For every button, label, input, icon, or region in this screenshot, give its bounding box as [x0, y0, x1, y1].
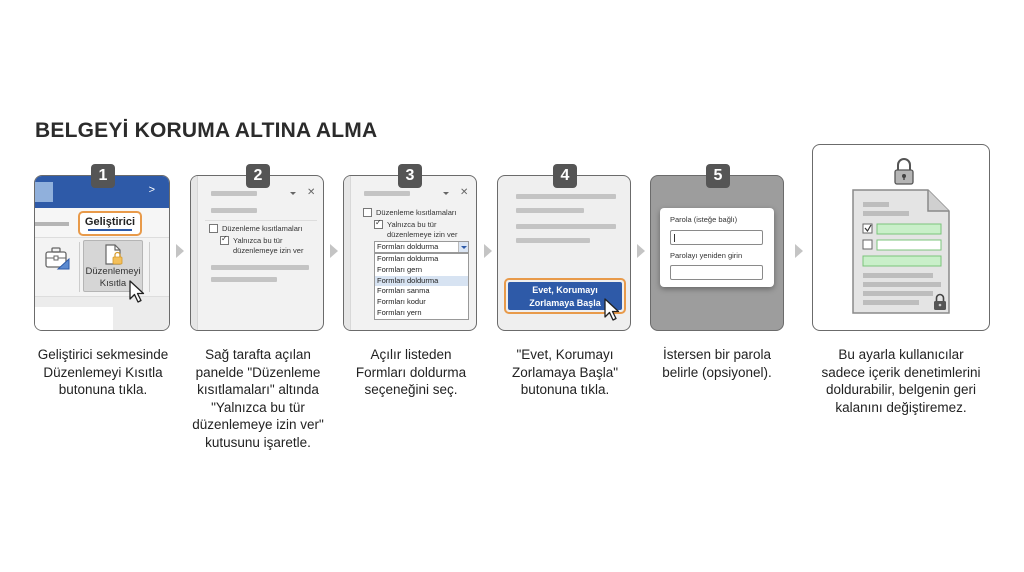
confirm-password-input[interactable] [670, 265, 763, 280]
protected-document-icon [852, 189, 950, 314]
step-4-card: 4 Evet, Korumayı Zorlamaya Başla [497, 164, 631, 331]
chevron-right-icon[interactable]: > [148, 184, 155, 196]
panel-edge [344, 176, 351, 330]
panel-menu-dropdown-icon[interactable] [443, 192, 449, 195]
restrict-editing-label: Düzenlemeyi Kısıtla [85, 266, 141, 289]
mouse-cursor-icon [604, 298, 620, 321]
panel-edge [191, 176, 198, 330]
tab-developer-label: Geliştirici [84, 216, 136, 228]
step-4-caption: "Evet, Korumayı Zorlamaya Başla" butonun… [511, 347, 619, 397]
allow-only-this-editing-checkbox[interactable] [374, 218, 383, 229]
panel-title-placeholder [364, 191, 410, 196]
start-enforcing-protection-button[interactable]: Evet, Korumayı Zorlamaya Başla [508, 282, 622, 310]
allow-only-label-line1: Yalnızca bu tür [387, 220, 437, 229]
allow-only-label-line2: düzenlemeye izin ver [387, 230, 458, 239]
dropdown-options-list: Formları doldurma Formları gern Formları… [374, 253, 469, 320]
ribbon-block [35, 182, 53, 202]
step-1-card: 1 > Geliştirici [34, 164, 170, 331]
step-2-caption: Sağ tarafta açılan panelde "Düzenleme kı… [192, 347, 324, 450]
text-placeholder [211, 277, 277, 282]
allow-only-label-line2: düzenlemeye izin ver [233, 246, 304, 255]
dropdown-option[interactable]: Formları kodur [377, 297, 426, 307]
button-label-line1: Evet, Korumayı [532, 285, 598, 295]
panel-title-placeholder [211, 191, 257, 196]
document-area [35, 296, 169, 330]
ribbon-separator [149, 242, 150, 292]
ribbon-separator [79, 242, 80, 292]
dropdown-option[interactable]: Formları yern [377, 307, 422, 317]
editing-restrictions-label: Düzenleme kısıtlamaları [222, 224, 303, 233]
editing-restrictions-checkbox[interactable] [363, 208, 372, 217]
allow-only-this-editing-checkbox[interactable] [220, 234, 229, 245]
panel-menu-dropdown-icon[interactable] [290, 192, 296, 195]
dropdown-option[interactable]: Formları sanma [377, 286, 430, 296]
editing-restrictions-label: Düzenleme kısıtlamaları [376, 208, 457, 217]
close-icon[interactable]: ✕ [307, 187, 316, 198]
step-3-caption: Açılır listeden Formları doldurma seçene… [355, 347, 467, 397]
step-1-caption: Geliştirici sekmesinde Düzenlemeyi Kısıt… [37, 347, 169, 397]
text-placeholder [516, 238, 590, 243]
step-1-badge: 1 [91, 164, 115, 188]
editing-type-dropdown[interactable]: Formları doldurma [374, 241, 469, 253]
step-5-caption: İstersen bir parola belirle (opsiyonel). [662, 347, 772, 380]
document-lock-icon [105, 244, 123, 265]
dropdown-option[interactable]: Formları doldurma [377, 254, 439, 263]
step-5-card: 5 Parola (isteğe bağlı) Parolayı yeniden… [650, 164, 784, 331]
step-2-card: 2 ✕ Düzenleme kısıtlamaları Yalnızca bu … [190, 164, 324, 331]
editing-restrictions-checkbox[interactable] [209, 224, 218, 233]
divider [205, 220, 317, 221]
text-placeholder [211, 265, 309, 270]
step-arrow-icon [795, 244, 803, 258]
text-placeholder [516, 224, 616, 229]
dropdown-option[interactable]: Formları gern [377, 264, 423, 274]
section-heading-placeholder [211, 208, 257, 213]
small-lock-icon [934, 293, 946, 310]
ribbon-tab-placeholder [35, 222, 69, 226]
dropdown-arrow-icon[interactable] [458, 242, 468, 252]
text-placeholder [516, 208, 584, 213]
mouse-cursor-icon [129, 280, 145, 303]
step-3-badge: 3 [398, 164, 422, 188]
briefcase-icon[interactable] [44, 246, 72, 272]
dropdown-option-selected[interactable]: Formları doldurma [375, 275, 468, 287]
padlock-icon [894, 158, 914, 185]
tab-developer[interactable]: Geliştirici [78, 211, 142, 236]
password-input[interactable] [670, 230, 763, 245]
step-2-badge: 2 [246, 164, 270, 188]
close-icon[interactable]: ✕ [460, 187, 469, 198]
password-dialog: Parola (isteğe bağlı) Parolayı yeniden g… [660, 208, 774, 287]
dropdown-value: Formları doldurma [377, 242, 439, 251]
text-caret [674, 234, 675, 242]
step-3-card: 3 ✕ Düzenleme kısıtlamaları Yalnızca bu … [343, 164, 477, 331]
result-card [812, 144, 990, 331]
document-page [35, 307, 113, 330]
password-label: Parola (isteğe bağlı) [670, 215, 738, 224]
step-arrow-icon [330, 244, 338, 258]
result-caption: Bu ayarla kullanıcılar sadece içerik den… [821, 347, 981, 415]
allow-only-label-line1: Yalnızca bu tür [233, 236, 283, 245]
ribbon-tab-bar: Geliştirici [35, 208, 169, 238]
step-arrow-icon [484, 244, 492, 258]
step-arrow-icon [637, 244, 645, 258]
step-arrow-icon [176, 244, 184, 258]
button-label-line2: Zorlamaya Başla [529, 298, 601, 308]
restrict-editing-button[interactable]: Düzenlemeyi Kısıtla [83, 240, 143, 292]
text-placeholder [516, 194, 616, 199]
start-enforcing-highlight: Evet, Korumayı Zorlamaya Başla [504, 278, 626, 314]
step-4-badge: 4 [553, 164, 577, 188]
step-5-badge: 5 [706, 164, 730, 188]
page-title: BELGEYİ KORUMA ALTINA ALMA [35, 119, 378, 142]
active-tab-underline [88, 229, 132, 231]
confirm-password-label: Parolayı yeniden girin [670, 251, 743, 260]
